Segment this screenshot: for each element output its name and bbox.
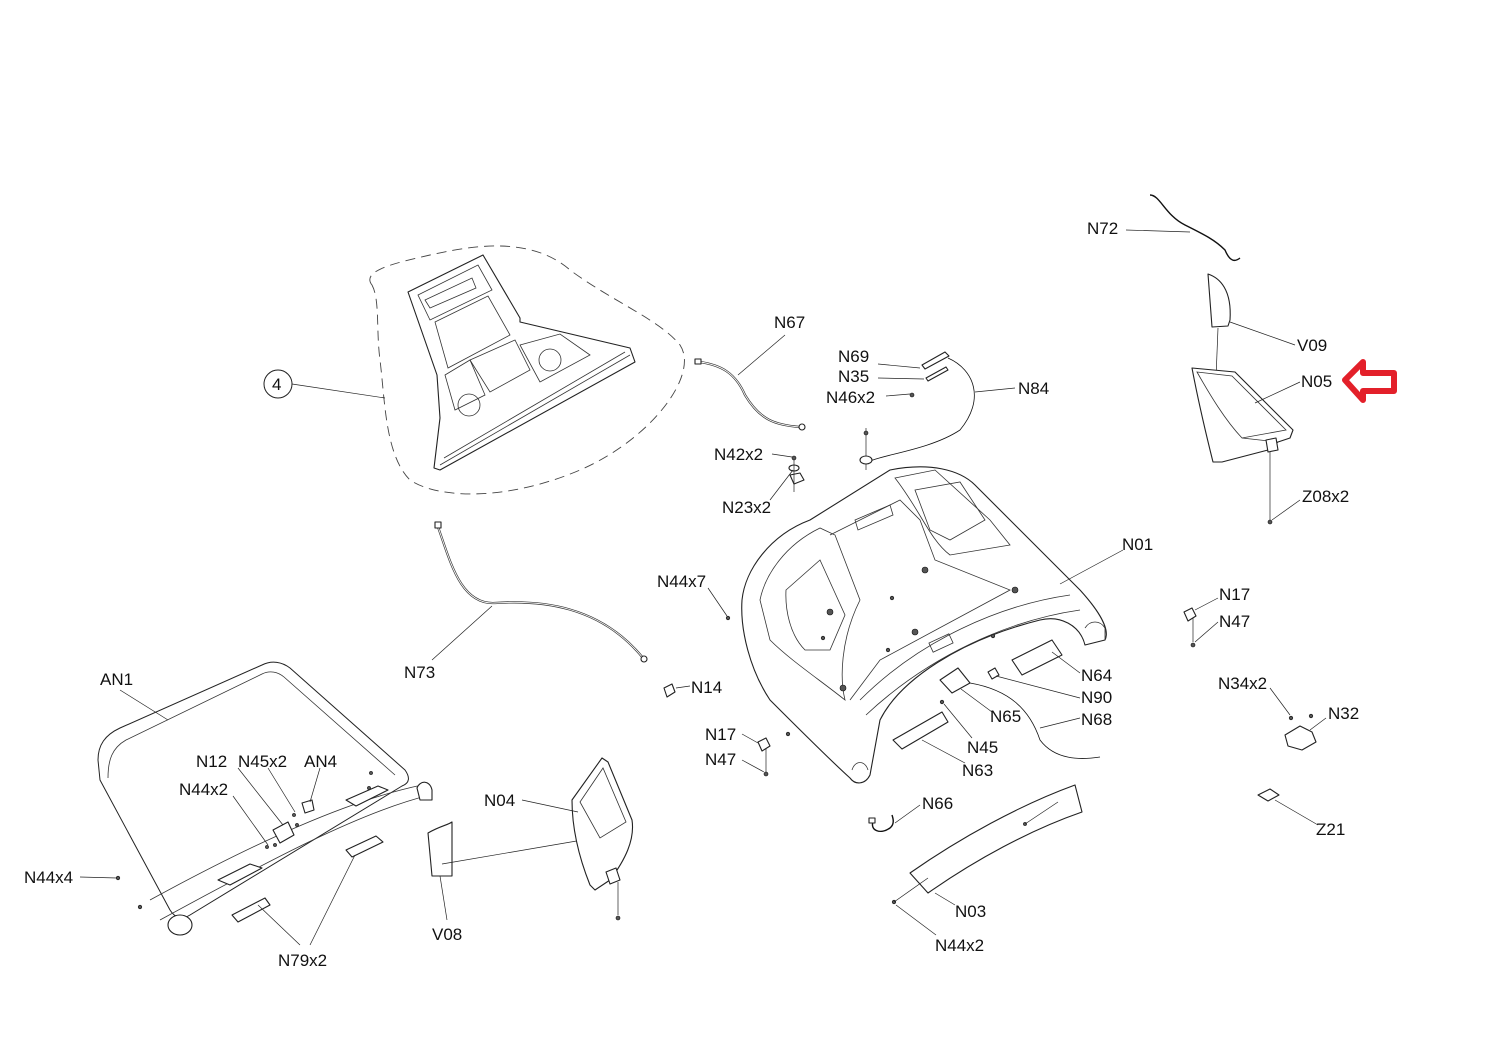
label-n67: N67	[774, 313, 805, 332]
label-n69: N69	[838, 347, 869, 366]
part-n73-cable: N73	[404, 521, 648, 682]
label-n17-right: N17	[1219, 585, 1250, 604]
label-n47-right: N47	[1219, 612, 1250, 631]
part-group-electronics: N64 N90 N65 N68 N45 N63	[892, 639, 1112, 780]
label-n32: N32	[1328, 704, 1359, 723]
label-n35: N35	[838, 367, 869, 386]
label-an1: AN1	[100, 670, 133, 689]
label-n47-left: N47	[705, 750, 736, 769]
label-n01: N01	[1122, 535, 1153, 554]
part-n01-console-shroud: N01 N44x7	[657, 466, 1153, 784]
label-n45: N45	[967, 738, 998, 757]
part-an1-handlebar: AN1 N12 N45x2 AN4 N44x2 N44x4 N79x2	[24, 661, 433, 970]
part-n04-basket: N04	[484, 757, 634, 921]
part-group-n34-n32: N34x2 N32	[1218, 674, 1359, 751]
label-n68: N68	[1081, 710, 1112, 729]
part-group-n42-n23: N42x2 N23x2	[714, 445, 805, 517]
part-n67-cable: N67	[694, 313, 806, 431]
part-n14: N14	[663, 678, 722, 698]
label-n90: N90	[1081, 688, 1112, 707]
label-an4: AN4	[304, 752, 337, 771]
label-n66: N66	[922, 794, 953, 813]
label-n05: N05	[1301, 372, 1332, 391]
label-n42x2: N42x2	[714, 445, 763, 464]
label-n17-left: N17	[705, 725, 736, 744]
label-n44x4: N44x4	[24, 868, 73, 887]
label-n64: N64	[1081, 666, 1112, 685]
label-n12: N12	[196, 752, 227, 771]
part-group-n69-n35-n84: N69 N35 N46x2 N84	[826, 347, 1049, 470]
part-group-n17-n47-left: N17 N47	[705, 725, 771, 777]
part-n72-cable: N72	[1087, 194, 1241, 262]
label-n34x2: N34x2	[1218, 674, 1267, 693]
label-n44x7: N44x7	[657, 572, 706, 591]
label-v09: V09	[1297, 336, 1327, 355]
label-n46x2: N46x2	[826, 388, 875, 407]
label-n44x2-bottom: N44x2	[935, 936, 984, 955]
label-n65: N65	[990, 707, 1021, 726]
label-z21: Z21	[1316, 820, 1345, 839]
part-n03-panel: N03 N44x2	[891, 784, 1083, 955]
label-n44x2-handlebar: N44x2	[179, 780, 228, 799]
part-v08-cover: V08	[427, 821, 601, 944]
label-n04: N04	[484, 791, 515, 810]
label-z08x2: Z08x2	[1302, 487, 1349, 506]
label-n63: N63	[962, 761, 993, 780]
label-v08: V08	[432, 925, 462, 944]
display-console-assembly: 4	[263, 245, 685, 495]
label-n73: N73	[404, 663, 435, 682]
label-n72: N72	[1087, 219, 1118, 238]
part-v09-cover: V09	[1207, 273, 1327, 379]
label-n84: N84	[1018, 379, 1049, 398]
label-n45x2: N45x2	[238, 752, 287, 771]
part-group-n17-n47-right: N17 N47	[1183, 585, 1250, 648]
label-n23x2: N23x2	[722, 498, 771, 517]
part-n05-basket: N05 Z08x2	[1191, 367, 1349, 525]
part-n66-clip: N66	[868, 794, 953, 832]
highlight-arrow-icon	[1342, 359, 1397, 403]
part-z21: Z21	[1257, 788, 1345, 839]
label-n79x2: N79x2	[278, 951, 327, 970]
label-n03: N03	[955, 902, 986, 921]
assembly-callout-label: 4	[272, 375, 281, 394]
label-n14: N14	[691, 678, 722, 697]
